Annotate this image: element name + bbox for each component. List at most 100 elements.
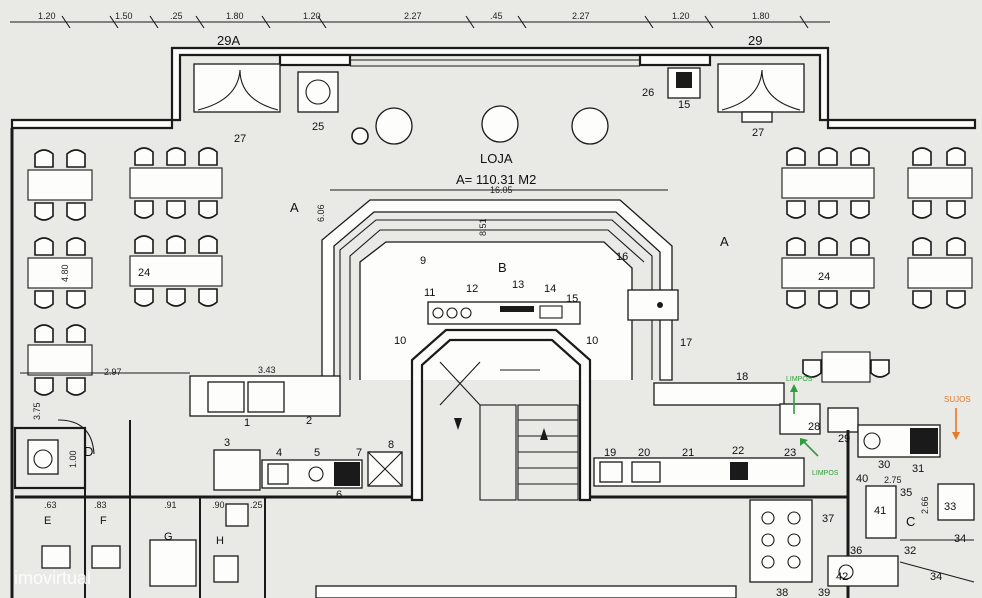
- note-sujos: SUJOS: [944, 395, 971, 404]
- stair-core: [410, 328, 592, 502]
- chair-icon: [34, 202, 54, 221]
- num-8: 8: [388, 439, 394, 451]
- chair-icon: [134, 235, 154, 254]
- num-27-left: 27: [234, 133, 246, 145]
- num-23: 23: [784, 447, 796, 459]
- dim-025: .25: [250, 500, 263, 510]
- chair-icon: [198, 200, 218, 219]
- chair-icon: [66, 149, 86, 168]
- chair-icon: [912, 147, 932, 166]
- flow-annotations: SUJOS LIMPOS LIMPOS: [786, 376, 971, 477]
- zone-d: D: [84, 444, 93, 459]
- dim-top-2: 1.50: [115, 11, 133, 21]
- num-27-right: 27: [752, 127, 764, 139]
- num-38: 38: [776, 587, 788, 598]
- num-30: 30: [878, 459, 890, 471]
- dim-top-7: .45: [490, 11, 503, 21]
- dim-083: .83: [94, 500, 107, 510]
- chair-icon: [66, 290, 86, 309]
- dim-2-97: 2.97: [104, 367, 122, 377]
- dim-top-5: 1.20: [303, 11, 321, 21]
- dim-091: .91: [164, 500, 177, 510]
- num-7: 7: [356, 447, 362, 459]
- chair-icon: [34, 237, 54, 256]
- num-41: 41: [874, 505, 886, 517]
- zone-a-left: A: [290, 200, 299, 215]
- dim-2-75: 2.75: [884, 475, 902, 485]
- dim-090: .90: [212, 500, 225, 510]
- dim-4-80: 4.80: [60, 264, 70, 282]
- dim-1-00: 1.00: [68, 450, 78, 468]
- chair-icon: [946, 290, 966, 309]
- chair-icon: [946, 147, 966, 166]
- chair-icon: [66, 237, 86, 256]
- chair-icon: [198, 147, 218, 166]
- dim-top-6: 2.27: [404, 11, 422, 21]
- num-20: 20: [638, 447, 650, 459]
- left-counters: [185, 375, 412, 499]
- chair-icon: [166, 288, 186, 307]
- chair-icon: [818, 237, 838, 256]
- chair-icon: [818, 290, 838, 309]
- dim-6-06: 6.06: [316, 204, 326, 222]
- num-26: 26: [642, 87, 654, 99]
- dim-top-8: 2.27: [572, 11, 590, 21]
- chair-icon: [946, 200, 966, 219]
- chair-icon: [166, 147, 186, 166]
- chair-icon: [912, 290, 932, 309]
- tables-right: [781, 167, 973, 383]
- chair-icon: [818, 200, 838, 219]
- num-21: 21: [682, 447, 694, 459]
- num-22: 22: [732, 445, 744, 457]
- num-35: 35: [900, 487, 912, 499]
- num-12: 12: [466, 283, 478, 295]
- note-limpos-1: LIMPOS: [786, 376, 813, 383]
- num-10-left: 10: [394, 335, 406, 347]
- num-25: 25: [312, 121, 324, 133]
- num-17: 17: [680, 337, 692, 349]
- chair-icon: [134, 288, 154, 307]
- num-28: 28: [808, 421, 820, 433]
- num-11: 11: [424, 287, 435, 299]
- note-limpos-2: LIMPOS: [812, 470, 839, 477]
- chair-icon: [66, 202, 86, 221]
- zone-a-right: A: [720, 234, 729, 249]
- chair-icon: [786, 147, 806, 166]
- chair-icon: [786, 290, 806, 309]
- room-area: A= 110.31 M2: [456, 172, 536, 187]
- num-34-upper: 34: [954, 533, 966, 545]
- zone-b: B: [498, 260, 507, 275]
- chair-icon: [66, 324, 86, 343]
- chair-icon: [912, 237, 932, 256]
- chair-icon: [870, 359, 890, 378]
- num-29: 29: [838, 433, 850, 445]
- chair-icon: [134, 147, 154, 166]
- chair-icon: [912, 200, 932, 219]
- num-14: 14: [544, 283, 556, 295]
- item-numbers: 1 2 3 4 5 6 7 8 9 10 10 11 12 13 14 15 1…: [138, 87, 966, 598]
- entrance-label-29: 29: [748, 33, 762, 48]
- bathrooms: [13, 419, 270, 598]
- chair-icon: [850, 147, 870, 166]
- num-36: 36: [850, 545, 862, 557]
- watermark: imovirtual: [14, 568, 91, 588]
- dim-2-66: 2.66: [920, 496, 930, 514]
- chair-icon: [850, 237, 870, 256]
- chair-icon: [34, 377, 54, 396]
- num-42: 42: [836, 571, 848, 583]
- chair-icon: [134, 200, 154, 219]
- dim-top-1: 1.20: [38, 11, 56, 21]
- central-counter: [321, 199, 679, 381]
- num-18: 18: [736, 371, 748, 383]
- dim-top-4: 1.80: [226, 11, 244, 21]
- chair-icon: [34, 149, 54, 168]
- chair-icon: [786, 200, 806, 219]
- kitchen-c: [315, 483, 975, 598]
- num-4: 4: [276, 447, 282, 459]
- chair-icon: [198, 288, 218, 307]
- num-37: 37: [822, 513, 834, 525]
- num-10-right: 10: [586, 335, 598, 347]
- num-33: 33: [944, 501, 956, 513]
- dim-8-51: 8.51: [478, 218, 488, 236]
- chair-icon: [802, 359, 822, 378]
